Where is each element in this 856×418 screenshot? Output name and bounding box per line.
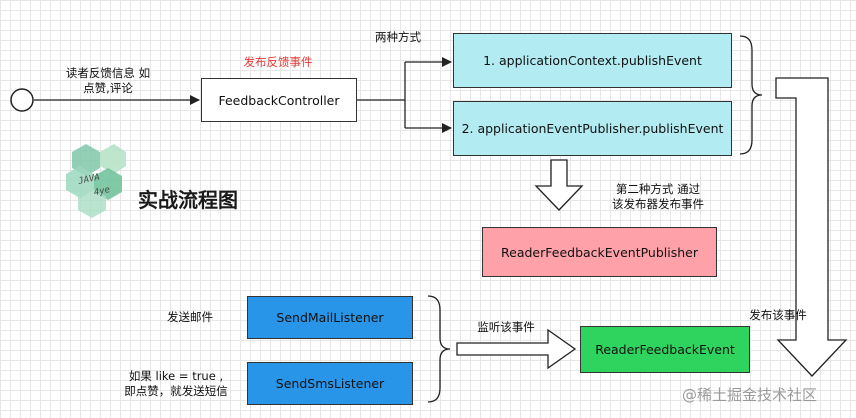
sms-note: 如果 like = true , 即点赞，就发送短信 bbox=[110, 369, 242, 399]
sms-note-line2: 即点赞，就发送短信 bbox=[124, 384, 228, 398]
user-feedback-label-line2: 点赞,评论 bbox=[83, 81, 133, 95]
logo-text-top: JAVA bbox=[76, 172, 100, 186]
start-node bbox=[10, 88, 34, 112]
reader-feedback-publisher-box[interactable]: ReaderFeedbackEventPublisher bbox=[482, 227, 717, 277]
two-ways-label: 两种方式 bbox=[375, 30, 421, 44]
reader-feedback-event-box[interactable]: ReaderFeedbackEvent bbox=[580, 326, 750, 373]
hollow-arrow-down-right bbox=[775, 77, 848, 377]
diagram-title: 实战流程图 bbox=[138, 188, 238, 212]
publish-this-event-label: 发布该事件 bbox=[749, 308, 807, 322]
second-way-label-line2: 该发布器发布事件 bbox=[612, 197, 704, 211]
feedback-controller-box[interactable]: FeedbackController bbox=[201, 78, 357, 122]
listener-brace bbox=[427, 295, 451, 403]
hollow-arrow-down-publisher bbox=[534, 159, 584, 211]
user-feedback-label: 读者反馈信息 如 点赞,评论 bbox=[40, 66, 176, 96]
second-way-label: 第二种方式 通过 该发布器发布事件 bbox=[596, 182, 720, 212]
listen-event-label: 监听该事件 bbox=[477, 320, 535, 334]
send-mail-listener-box[interactable]: SendMailListener bbox=[247, 296, 413, 339]
sms-note-line1: 如果 like = true , bbox=[128, 369, 224, 383]
event-publisher-publish-box[interactable]: 2. applicationEventPublisher.publishEven… bbox=[453, 101, 732, 156]
right-brace bbox=[739, 35, 763, 155]
send-sms-listener-box[interactable]: SendSmsListener bbox=[247, 362, 413, 405]
second-way-label-line1: 第二种方式 通过 bbox=[615, 182, 701, 196]
hollow-arrow-listen bbox=[456, 328, 577, 370]
send-mail-note: 发送邮件 bbox=[167, 310, 213, 324]
java4ye-logo: JAVA 4ye bbox=[66, 144, 126, 218]
user-feedback-label-line1: 读者反馈信息 如 bbox=[65, 66, 151, 80]
app-context-publish-box[interactable]: 1. applicationContext.publishEvent bbox=[453, 33, 732, 88]
publish-feedback-event-label: 发布反馈事件 bbox=[243, 55, 313, 69]
logo-text-bottom: 4ye bbox=[93, 185, 111, 198]
watermark: @稀土掘金技术社区 bbox=[682, 386, 818, 404]
